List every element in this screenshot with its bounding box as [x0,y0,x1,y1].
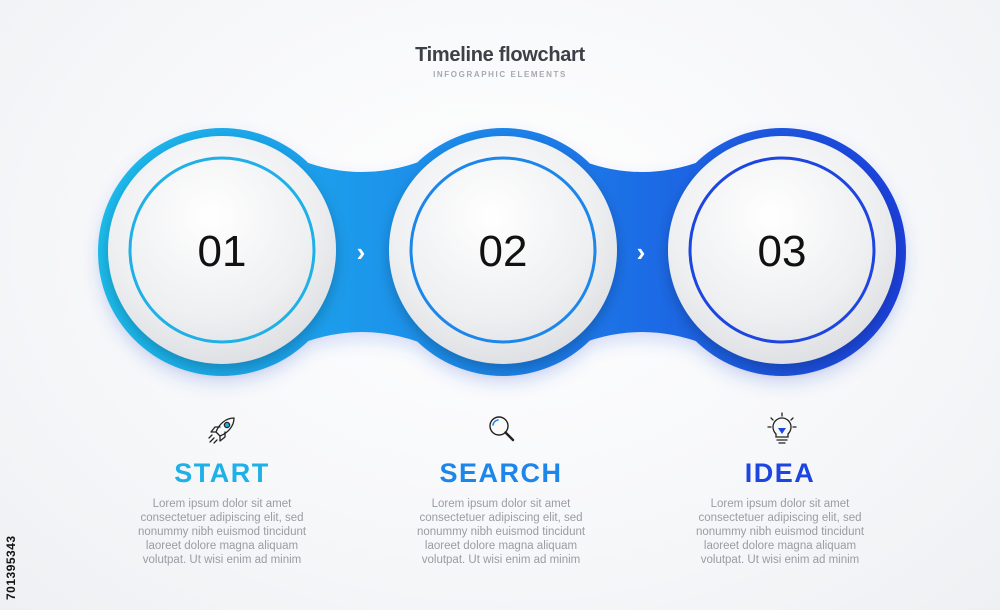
step-description-1: Lorem ipsum dolor sit amet consectetuer … [92,497,352,567]
description-line: Lorem ipsum dolor sit amet [152,498,292,510]
lightbulb-icon [767,412,797,444]
description-line: nonummy nibh euismod tincidunt [416,526,586,538]
description-line: Lorem ipsum dolor sit amet [710,498,850,510]
description-line: laoreet dolore magna aliquam [424,540,578,552]
rocket-icon [208,417,235,444]
description-line: laoreet dolore magna aliquam [703,540,857,552]
description-line: volutpat. Ut wisi enim ad minim [142,554,302,566]
page-title: Timeline flowchart [415,44,585,66]
disc-inner-ring-3 [688,156,876,344]
step-disc-2 [389,136,617,364]
description-line: volutpat. Ut wisi enim ad minim [700,554,860,566]
step-description-2: Lorem ipsum dolor sit amet consectetuer … [371,497,631,567]
description-line: consectetuer adipiscing elit, sed [698,512,862,524]
description-line: consectetuer adipiscing elit, sed [419,512,583,524]
description-line: Lorem ipsum dolor sit amet [431,498,571,510]
band-connector-1 [300,160,424,344]
step-number-3: 03 [758,227,807,276]
step-title-1: START [174,458,270,488]
connector-arrow-1: › [357,237,366,267]
page-subtitle: INFOGRAPHIC ELEMENTS [433,70,567,79]
description-line: consectetuer adipiscing elit, sed [140,512,304,524]
step-title-3: IDEA [744,458,816,488]
disc-inner-ring-1 [128,156,316,344]
step-disc-1 [108,136,336,364]
description-line: laoreet dolore magna aliquam [145,540,299,552]
description-line: volutpat. Ut wisi enim ad minim [421,554,581,566]
step-title-2: SEARCH [439,458,563,488]
description-line: nonummy nibh euismod tincidunt [695,526,865,538]
magnifier-icon [489,416,515,442]
disc-inner-ring-2 [409,156,597,344]
description-line: nonummy nibh euismod tincidunt [137,526,307,538]
connector-arrow-2: › [637,237,646,267]
band-connector-2 [580,160,704,344]
step-disc-3 [668,136,896,364]
step-number-2: 02 [479,227,528,276]
step-description-3: Lorem ipsum dolor sit amet consectetuer … [650,497,910,567]
step-number-1: 01 [198,227,247,276]
stock-id: 701395343 [4,535,18,600]
